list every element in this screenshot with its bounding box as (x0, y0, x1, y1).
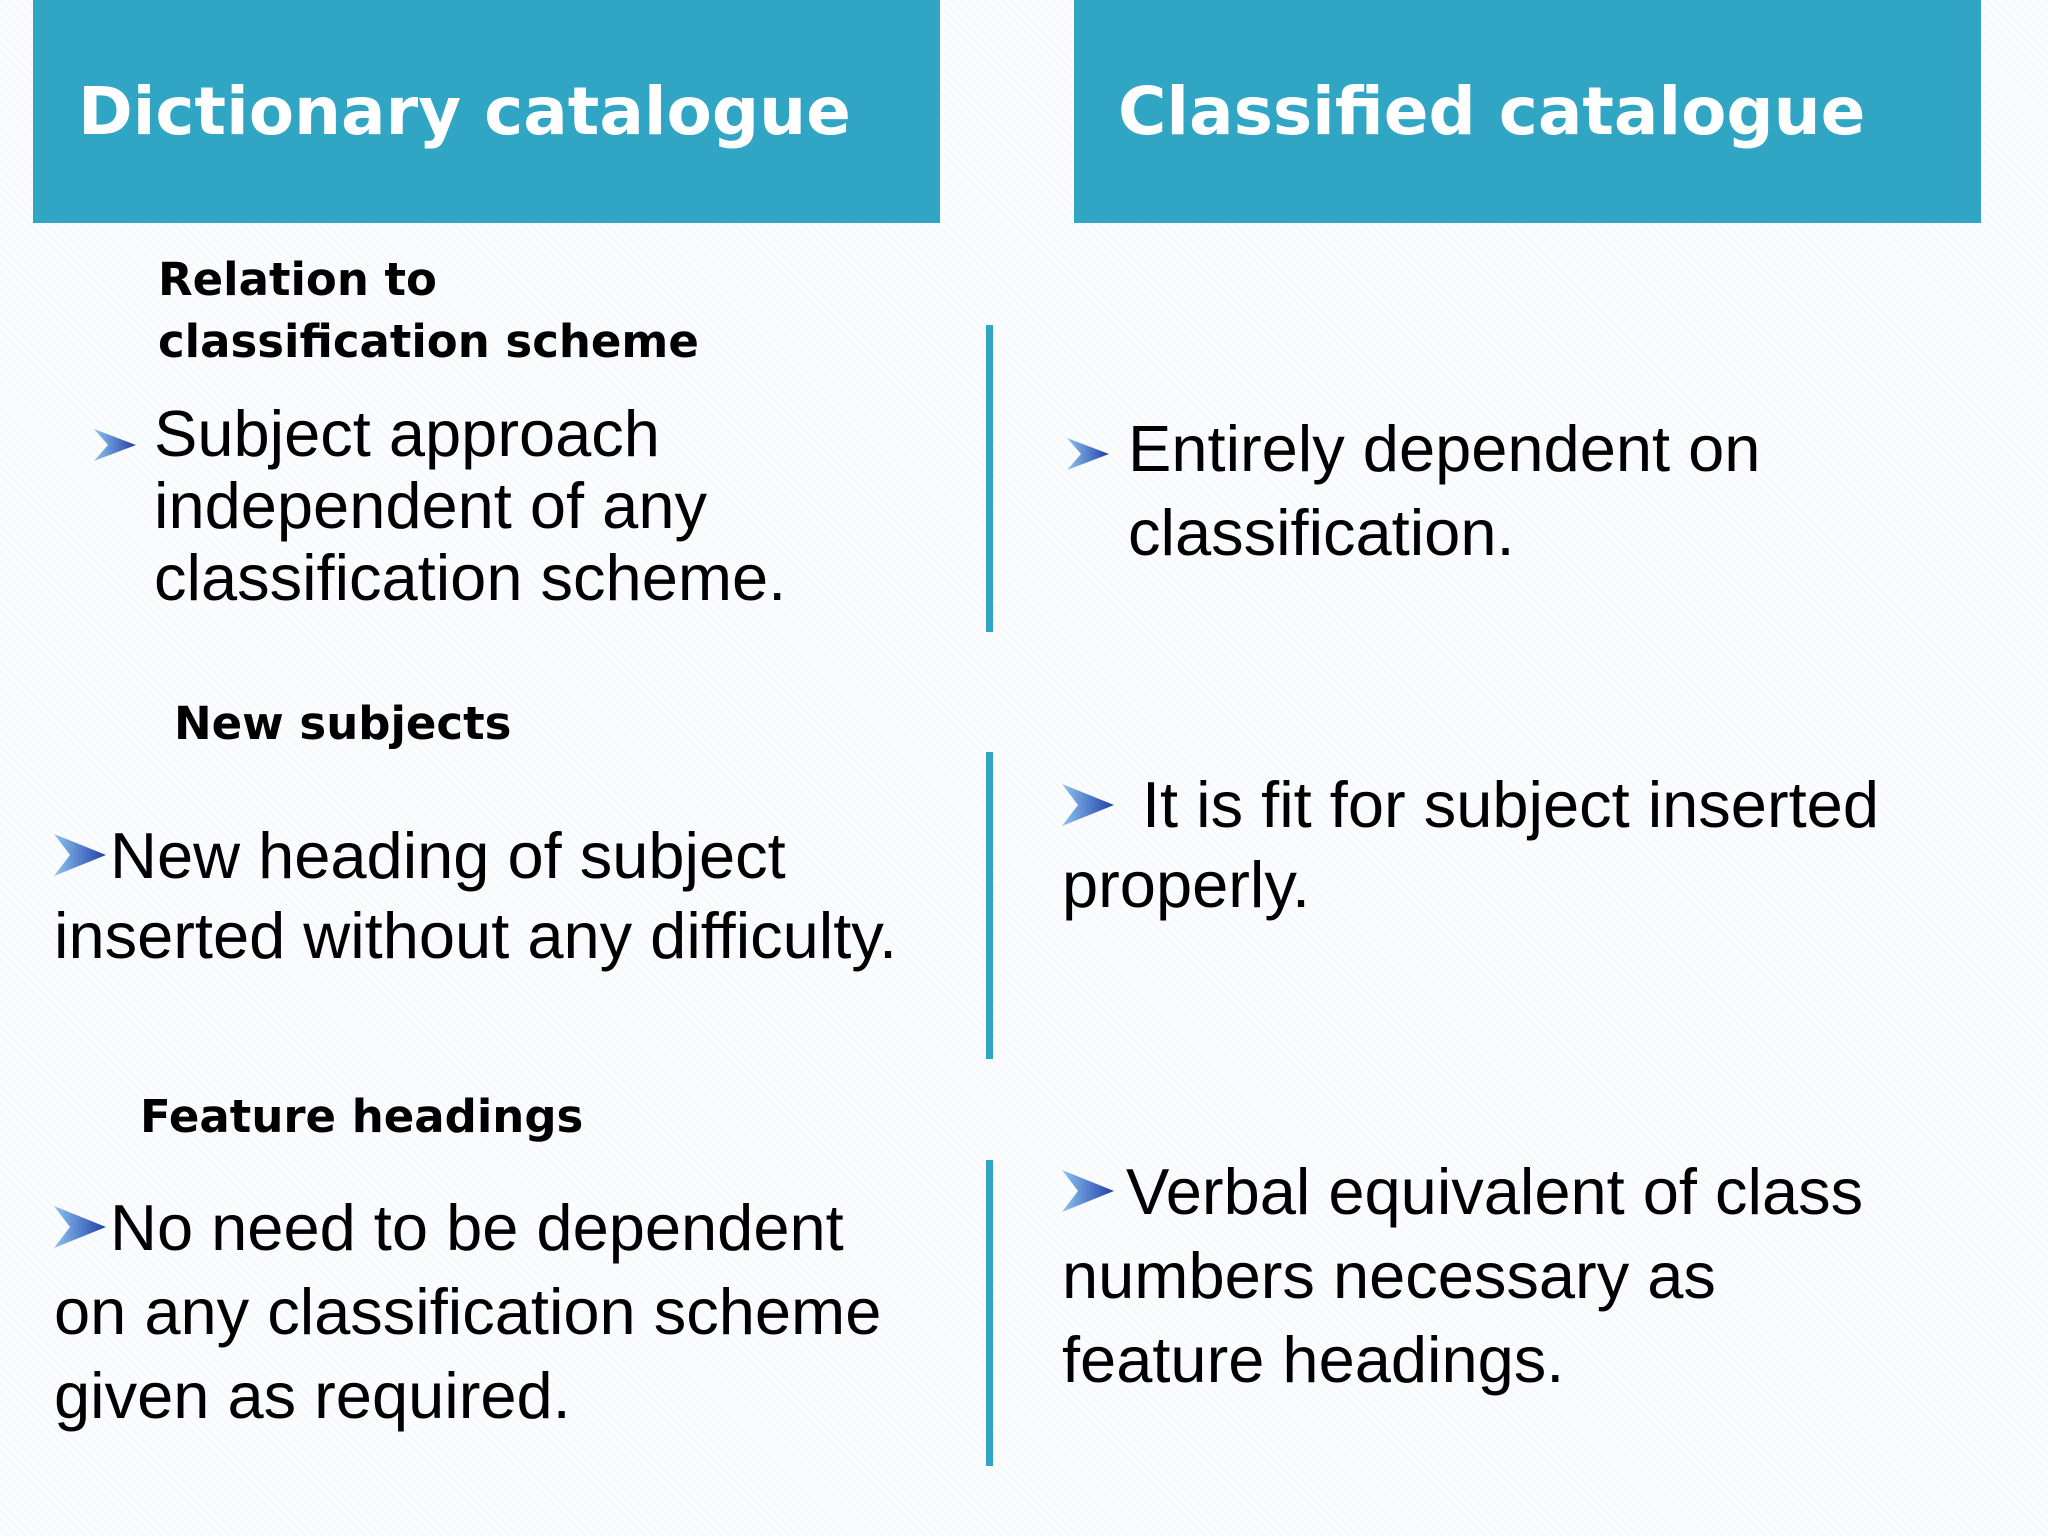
text-line: given as required. (54, 1359, 571, 1432)
text-line: feature headings. (1062, 1323, 1565, 1396)
right-text-new-subjects: It is fit for subject inserted properly. (1062, 765, 1879, 925)
arrow-bullet-icon (1062, 784, 1114, 826)
text-line: Entirely dependent on (1128, 412, 1761, 485)
right-text-relation: Entirely dependent on classification. (1128, 407, 1760, 575)
text-line: classification. (1128, 496, 1515, 569)
section-label-line: classification scheme (158, 315, 699, 368)
text-line: properly. (1062, 848, 1311, 921)
left-text-new-subjects: New heading of subject inserted without … (54, 816, 897, 976)
section-label-line: Relation to (158, 253, 437, 306)
text-line: Subject approach (154, 397, 660, 470)
arrow-bullet-icon (94, 429, 136, 461)
left-text-relation: Subject approach independent of any clas… (154, 398, 786, 614)
text-line: independent of any (154, 469, 707, 542)
section-label-relation: Relation to classification scheme (158, 249, 699, 373)
section-label-new-subjects: New subjects (174, 693, 511, 755)
column-header-classified: Classified catalogue (1074, 0, 1981, 223)
arrow-bullet-icon (1067, 438, 1109, 470)
arrow-bullet-icon (54, 834, 106, 876)
text-line: Verbal equivalent of class (1126, 1155, 1864, 1228)
arrow-bullet-icon (1062, 1170, 1114, 1212)
text-line: It is fit for subject inserted (1142, 768, 1879, 841)
text-line: on any classification scheme (54, 1275, 882, 1348)
text-line: numbers necessary as (1062, 1239, 1716, 1312)
section-label-feature-headings: Feature headings (140, 1086, 583, 1148)
right-text-feature-headings: Verbal equivalent of class numbers neces… (1062, 1150, 1863, 1402)
column-header-dictionary: Dictionary catalogue (33, 0, 940, 223)
section-label-line: New subjects (174, 697, 512, 750)
column-divider (986, 752, 993, 1059)
text-line: New heading of subject (110, 819, 786, 892)
column-divider (986, 1160, 993, 1466)
text-line: inserted without any difficulty. (54, 899, 898, 972)
column-divider (986, 325, 993, 632)
left-text-feature-headings: No need to be dependent on any classific… (54, 1186, 881, 1438)
section-label-line: Feature headings (140, 1090, 584, 1143)
text-line: classification scheme. (154, 541, 787, 614)
text-line: No need to be dependent (110, 1191, 844, 1264)
arrow-bullet-icon (54, 1206, 106, 1248)
